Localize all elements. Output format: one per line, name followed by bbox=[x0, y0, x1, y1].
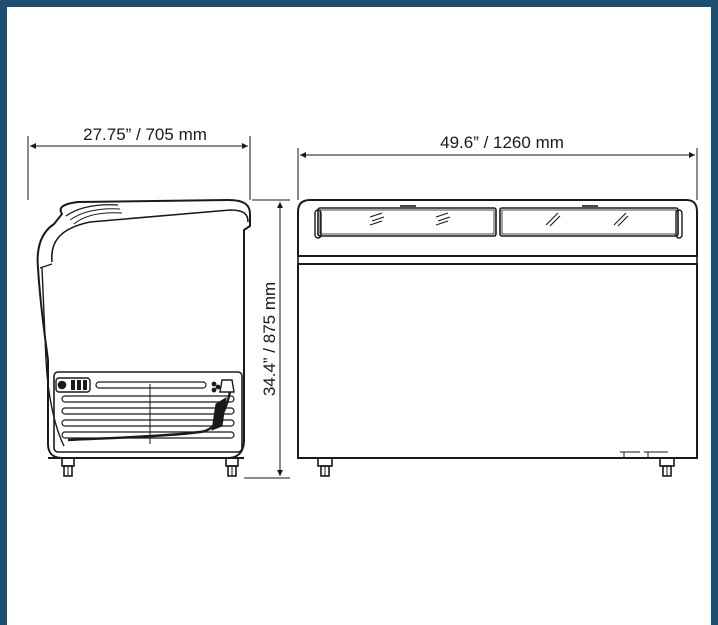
front-caster-left bbox=[317, 457, 333, 477]
power-cord bbox=[67, 391, 232, 442]
vent-grille bbox=[61, 381, 235, 444]
control-switches bbox=[55, 377, 91, 393]
side-width-dimension bbox=[27, 136, 251, 200]
side-vent-panel bbox=[53, 371, 243, 453]
front-width-label: 49.6” / 1260 mm bbox=[440, 133, 564, 152]
glass-door-left bbox=[317, 207, 497, 237]
glass-door-right bbox=[499, 207, 679, 237]
side-width-label: 27.75” / 705 mm bbox=[83, 125, 207, 144]
side-caster-right bbox=[225, 457, 239, 477]
side-caster-left bbox=[61, 457, 75, 477]
front-view bbox=[297, 148, 698, 477]
front-lid bbox=[297, 199, 698, 257]
power-plug bbox=[211, 379, 235, 393]
side-view bbox=[27, 136, 290, 479]
front-caster-right bbox=[659, 457, 675, 477]
front-width-dimension bbox=[297, 148, 698, 200]
side-height-label: 34.4” / 875 mm bbox=[260, 282, 279, 396]
side-height-dimension bbox=[244, 199, 290, 479]
front-cabinet bbox=[297, 263, 698, 459]
